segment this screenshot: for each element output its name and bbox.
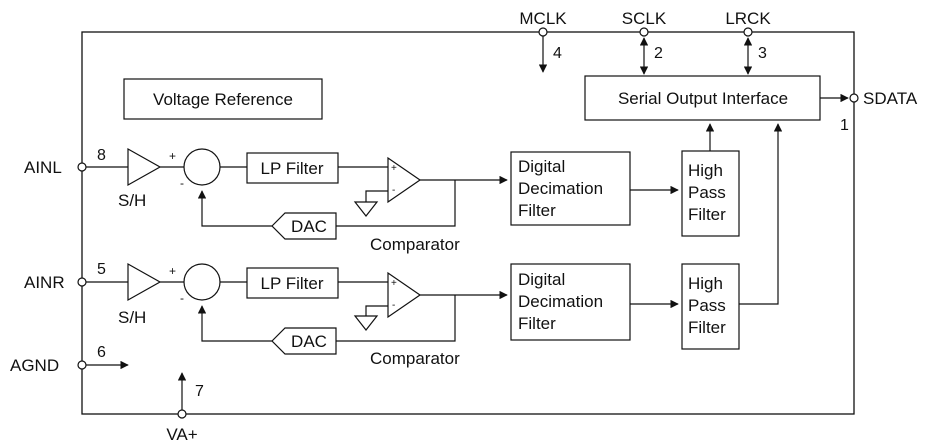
lp-filter-label-l: LP Filter: [261, 159, 324, 178]
dac-label-l: DAC: [291, 217, 327, 236]
comparator-l: [387, 156, 422, 204]
sclk-pin-number: 2: [654, 45, 663, 62]
sclk-label: SCLK: [622, 9, 667, 28]
sclk-pin-circle: [639, 27, 649, 37]
summing-node-l: [183, 148, 221, 186]
mclk-pin-number: 4: [553, 45, 562, 62]
high-pass-label-l2: Pass: [688, 183, 726, 202]
va-label: VA+: [166, 425, 197, 444]
pin-lrck: LRCK 3: [725, 9, 771, 75]
ainl-label: AINL: [24, 158, 62, 177]
high-pass-label-l3: Filter: [688, 205, 726, 224]
decimation-label-r1: Digital: [518, 270, 565, 289]
lp-filter-block-l: [246, 152, 339, 184]
ground-symbol-l: [353, 201, 379, 217]
lrck-pin-circle: [743, 27, 753, 37]
sum-plus-r: +: [169, 264, 176, 278]
serial-output-interface-block: [584, 75, 821, 121]
ground-symbol-r: [353, 315, 379, 331]
comparator-r: [387, 271, 422, 319]
ainr-label: AINR: [24, 273, 65, 292]
sum-minus-l: -: [180, 176, 184, 190]
decimation-label-r2: Decimation: [518, 292, 603, 311]
sum-plus-l: +: [169, 149, 176, 163]
channel-left: AINL 8 S/H + - LP Filter + - DAC Compara…: [24, 123, 740, 254]
sample-hold-label-l: S/H: [118, 191, 146, 210]
dac-block-r: [271, 327, 337, 355]
sdata-pin-number: 1: [840, 117, 849, 134]
dac-block-l: [271, 212, 337, 240]
sample-hold-buffer-l: [127, 147, 162, 187]
high-pass-filter-block-l: [681, 150, 740, 237]
pin-va: 7 VA+: [166, 372, 204, 444]
pin-sclk: SCLK 2: [622, 9, 667, 75]
lp-filter-block-r: [246, 267, 339, 299]
decimation-filter-block-r: [510, 263, 631, 341]
comparator-minus-r: -: [392, 300, 395, 311]
agnd-pin-number: 6: [97, 344, 106, 361]
summing-node-r: [183, 263, 221, 301]
high-pass-filter-block-r: [681, 263, 740, 350]
chip-outline: [81, 31, 855, 415]
mclk-pin-circle: [538, 27, 548, 37]
dac-label-r: DAC: [291, 332, 327, 351]
sample-hold-label-r: S/H: [118, 308, 146, 327]
lp-filter-label-r: LP Filter: [261, 274, 324, 293]
va-pin-number: 7: [195, 383, 204, 400]
sdata-pin-circle: [849, 93, 859, 103]
decimation-label-r3: Filter: [518, 314, 556, 333]
ainr-pin-number: 5: [97, 261, 106, 278]
va-pin-circle: [177, 409, 187, 419]
high-pass-label-r2: Pass: [688, 296, 726, 315]
decimation-filter-block-l: [510, 151, 631, 226]
high-pass-label-r3: Filter: [688, 318, 726, 337]
decimation-label-l3: Filter: [518, 201, 556, 220]
ainl-pin-number: 8: [97, 147, 106, 164]
channel-right: AINR 5 S/H + - LP Filter + - DAC Compara…: [24, 123, 783, 368]
comparator-label-l: Comparator: [370, 235, 460, 254]
lrck-label: LRCK: [725, 9, 771, 28]
voltage-reference-block: [123, 78, 323, 120]
sum-minus-r: -: [180, 291, 184, 305]
comparator-label-r: Comparator: [370, 349, 460, 368]
comparator-plus-r: +: [391, 278, 397, 289]
ainr-pin-circle: [77, 277, 87, 287]
decimation-label-l1: Digital: [518, 157, 565, 176]
pin-agnd: AGND 6: [10, 344, 129, 375]
sdata-label: SDATA: [863, 89, 918, 108]
agnd-pin-circle: [77, 360, 87, 370]
comparator-plus-l: +: [391, 163, 397, 174]
pin-mclk: MCLK 4: [519, 9, 567, 73]
lrck-pin-number: 3: [758, 45, 767, 62]
pin-sdata: SDATA 1: [820, 89, 918, 134]
high-pass-label-l1: High: [688, 161, 723, 180]
decimation-label-l2: Decimation: [518, 179, 603, 198]
mclk-label: MCLK: [519, 9, 567, 28]
agnd-label: AGND: [10, 356, 59, 375]
serial-output-interface-label: Serial Output Interface: [618, 89, 788, 108]
sample-hold-buffer-r: [127, 262, 162, 302]
comparator-minus-l: -: [392, 185, 395, 196]
ainl-pin-circle: [77, 162, 87, 172]
voltage-reference-label: Voltage Reference: [153, 90, 293, 109]
high-pass-label-r1: High: [688, 274, 723, 293]
